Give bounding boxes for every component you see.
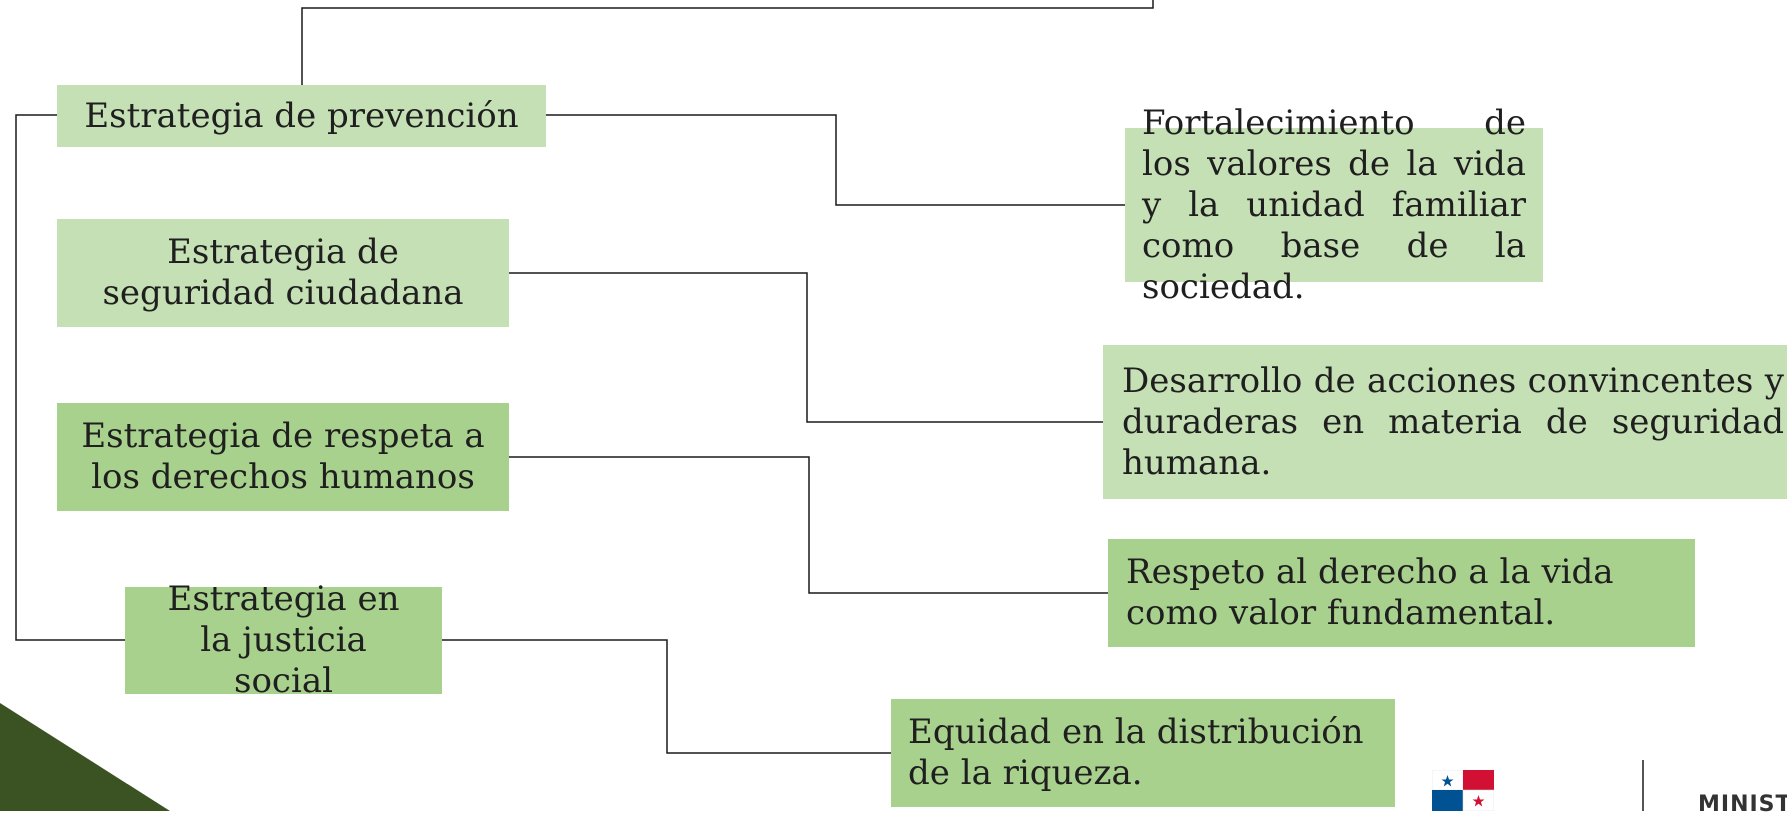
connector-left-bracket: [15, 114, 125, 641]
strategy-label: Estrategia en la justicia social: [167, 579, 400, 701]
strategy-label: Estrategia de respeta a los derechos hum…: [81, 416, 485, 497]
outcome-box-valores: Fortalecimiento de los valores de la vid…: [1125, 103, 1543, 307]
connector-derechos: [509, 456, 1108, 594]
outcome-box-equidad: Equidad en la distribución de la riqueza…: [891, 699, 1395, 807]
strategy-label: Estrategia de seguridad ciudadana: [102, 232, 464, 313]
connector-justicia: [442, 639, 891, 754]
ministry-label: MINISTER: [1698, 792, 1787, 817]
connector-top-frame: [301, 0, 1154, 85]
strategy-box-justicia: Estrategia en la justicia social: [125, 579, 442, 701]
panama-flag-logo: [1432, 770, 1494, 811]
outcome-text: Equidad en la distribución de la riqueza…: [908, 712, 1364, 793]
connector-seguridad: [509, 272, 1103, 423]
connector-prevencion: [546, 114, 1125, 206]
dark-green-triangle: [0, 703, 170, 811]
outcome-text: Respeto al derecho a la vida como valor …: [1126, 552, 1614, 633]
logo-divider: [1642, 760, 1644, 811]
strategy-box-prevencion: Estrategia de prevención: [57, 85, 546, 147]
strategy-box-derechos: Estrategia de respeta a los derechos hum…: [57, 403, 509, 511]
strategy-label: Estrategia de prevención: [84, 95, 519, 136]
outcome-box-acciones: Desarrollo de acciones convincentes y du…: [1103, 345, 1787, 499]
strategy-box-seguridad: Estrategia de seguridad ciudadana: [57, 219, 509, 327]
outcome-text: Desarrollo de acciones convincentes y du…: [1122, 360, 1784, 483]
outcome-box-vida: Respeto al derecho a la vida como valor …: [1108, 539, 1695, 647]
outcome-text: Fortalecimiento de los valores de la vid…: [1142, 102, 1526, 307]
